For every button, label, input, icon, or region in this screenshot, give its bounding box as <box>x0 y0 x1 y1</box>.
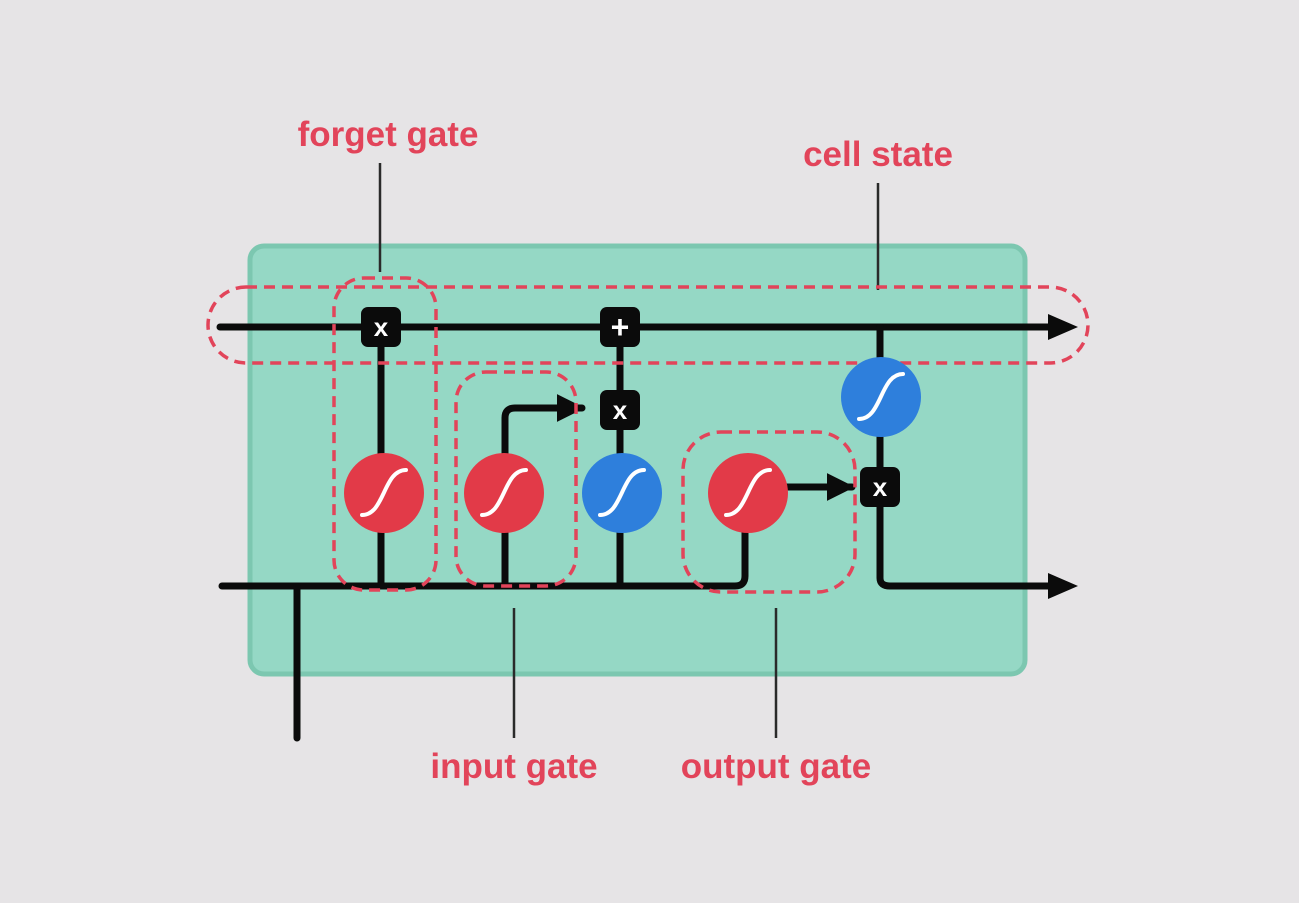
forget-multiply-node: x <box>361 307 401 347</box>
hidden-input-line <box>218 516 749 590</box>
forget-multiply-symbol: x <box>374 312 389 342</box>
dashed-outlines <box>206 276 1090 594</box>
output-gate-label: output gate <box>681 747 872 786</box>
cell-state-arrow-icon <box>1048 314 1078 340</box>
leader-lines <box>378 163 880 738</box>
output-sigmoid-icon <box>708 453 788 533</box>
forget-gate-outline <box>332 276 438 592</box>
output-multiply-symbol: x <box>873 472 888 502</box>
candidate-tanh-icon <box>582 453 662 533</box>
input-sigmoid-icon <box>464 453 544 533</box>
forget-gate-label: forget gate <box>298 115 479 154</box>
output-gate-outline <box>681 430 857 594</box>
output-vertical-path <box>876 323 1064 590</box>
input-gate-label: input gate <box>430 747 597 786</box>
input-gate-outline <box>454 370 578 588</box>
cell-state-outline <box>206 285 1090 365</box>
forget-sigmoid-icon <box>344 453 424 533</box>
cell-add-symbol: + <box>611 309 630 345</box>
input-multiply-symbol: x <box>613 395 628 425</box>
hidden-output-arrow-icon <box>1048 573 1078 599</box>
cell-state-label: cell state <box>803 135 953 174</box>
cell-add-node: + <box>600 307 640 347</box>
input-sigmoid-path <box>501 394 586 590</box>
cell-tanh-icon <box>841 357 921 437</box>
input-multiply-node: x <box>600 390 640 430</box>
output-multiply-node: x <box>860 467 900 507</box>
